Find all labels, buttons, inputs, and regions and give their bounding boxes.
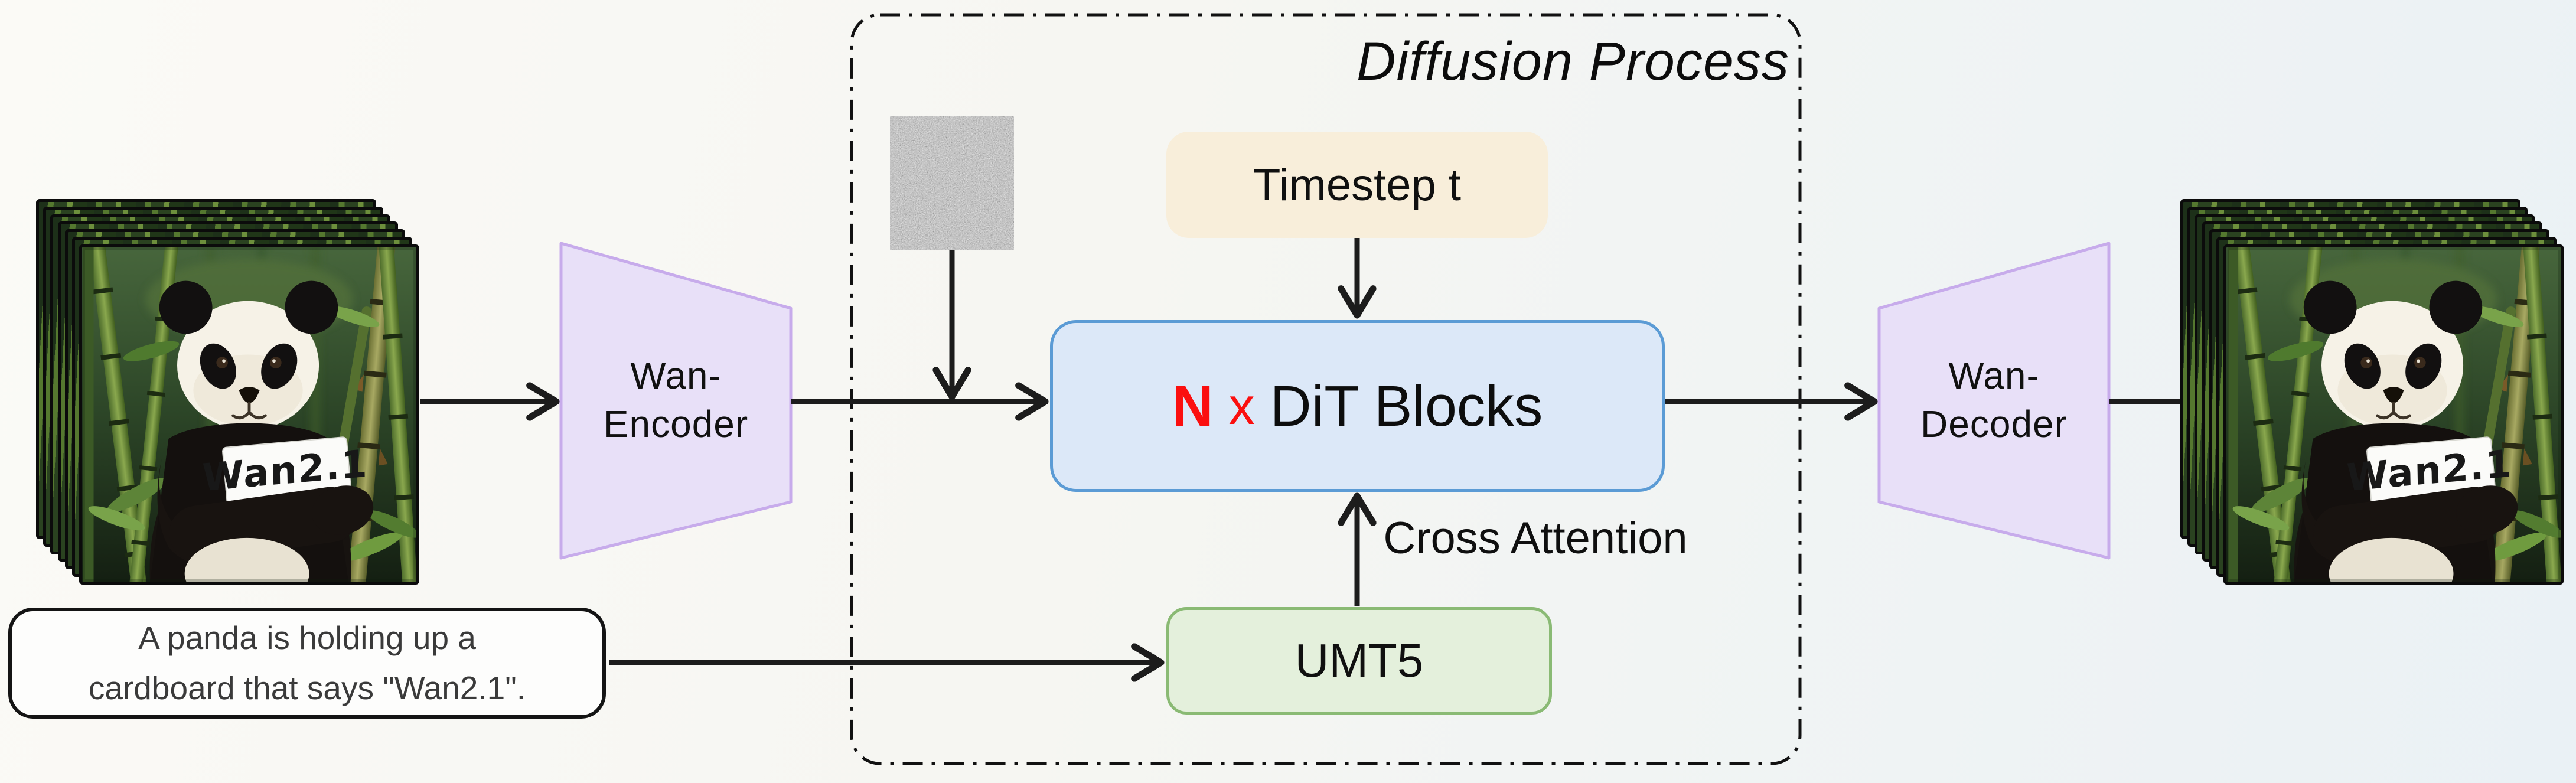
dit-times: x: [1228, 376, 1255, 435]
umt5-label: UMT5: [1294, 634, 1424, 687]
wan-encoder-shape: [559, 242, 793, 560]
wan-decoder-shape: [1877, 242, 2111, 560]
dit-count: N: [1172, 373, 1214, 438]
input-video-frame-stack: Wan2.1: [36, 199, 420, 586]
cross-attention-label: Cross Attention: [1383, 513, 1688, 563]
output-video-frame-stack: Wan2.1: [2180, 199, 2564, 586]
panda-photo: [2226, 247, 2561, 582]
panda-photo: [82, 247, 416, 582]
video-frame-front: Wan2.1: [79, 244, 419, 585]
prompt-text-box: A panda is holding up a cardboard that s…: [8, 608, 606, 719]
wan-encoder-label: Wan- Encoder: [603, 354, 749, 445]
dit-label: DiT Blocks: [1270, 373, 1543, 438]
noise-image: [890, 116, 1014, 250]
diffusion-process-title: Diffusion Process: [1357, 31, 1789, 92]
cardboard-sign-text: Wan2.1: [2346, 442, 2513, 501]
timestep-label: Timestep t: [1253, 159, 1461, 210]
wan-decoder-label: Wan- Decoder: [1920, 354, 2068, 445]
umt5-box: UMT5: [1166, 607, 1552, 715]
dit-blocks-box: N x DiT Blocks: [1050, 320, 1665, 492]
prompt-line-1: A panda is holding up a: [138, 619, 476, 656]
cardboard-sign-text: Wan2.1: [201, 442, 369, 501]
timestep-box: Timestep t: [1166, 132, 1548, 238]
diffusion-process-boundary: [850, 13, 1802, 765]
video-frame-front: Wan2.1: [2223, 244, 2564, 585]
prompt-line-2: cardboard that says "Wan2.1".: [88, 670, 526, 706]
